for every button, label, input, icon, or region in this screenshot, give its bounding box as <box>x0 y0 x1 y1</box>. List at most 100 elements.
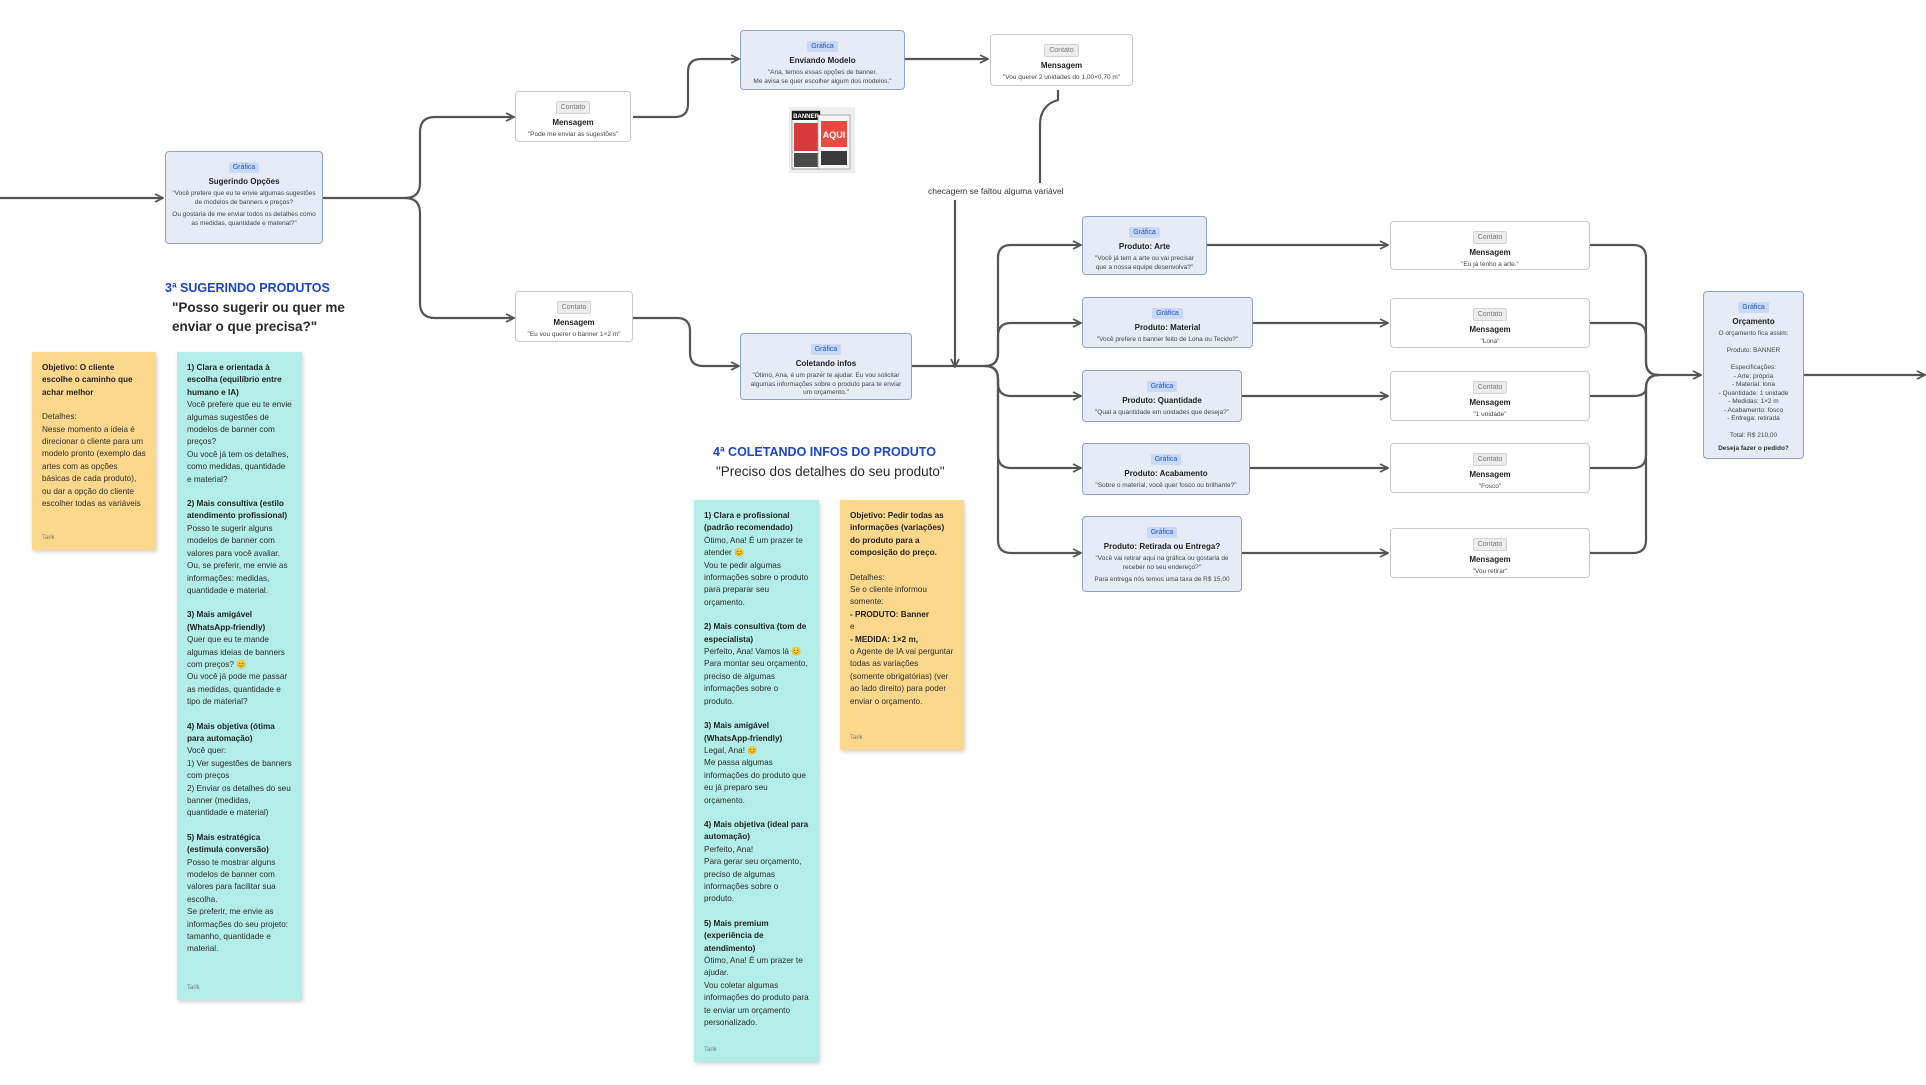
node-text: "Você prefere o banner feito de Lona ou … <box>1096 336 1239 343</box>
section4-quote: "Preciso dos detalhes do seu produto" <box>716 464 945 479</box>
node-title: Produto: Retirada ou Entrega? <box>1103 542 1221 551</box>
node-title: Orçamento <box>1732 317 1775 326</box>
node-msg-quero-banner[interactable]: Contato Mensagem "Eu vou querer o banner… <box>515 291 633 342</box>
section3-title: 3ª SUGERINDO PRODUTOS <box>165 281 330 295</box>
node-produto-retirada[interactable]: Gráfica Produto: Retirada ou Entrega? "V… <box>1082 516 1242 592</box>
connector-msg-checagem <box>1038 90 1060 183</box>
option-heading: 4) Mais objetiva (ótima para automação) <box>187 721 275 743</box>
option-heading: 1) Clara e profissional (padrão recomend… <box>704 511 793 533</box>
grafica-tag: Gráfica <box>1129 227 1160 238</box>
grafica-tag: Gráfica <box>1150 454 1182 465</box>
node-text: "Fosco" <box>1478 483 1502 490</box>
contato-tag: Contato <box>1044 44 1079 57</box>
option-item: 4) Mais objetiva (ótima para automação)V… <box>187 721 292 820</box>
option-text: Legal, Ana! 😊 Me passa algumas informaçõ… <box>704 745 806 805</box>
checagem-label: checagem se faltou alguma variável <box>926 186 1066 196</box>
node-text: "Ana, temos essas opções de banner. Me a… <box>753 69 892 85</box>
connector-msg-acabamento-merge <box>1590 373 1660 470</box>
node-title: Mensagem <box>1469 555 1511 564</box>
sticky-author: Tarik <box>187 984 200 991</box>
node-enviando-modelo[interactable]: Gráfica Enviando Modelo "Ana, temos essa… <box>740 30 905 90</box>
sticky-body: Detalhes: Nesse momento a ideia é direci… <box>42 412 146 509</box>
sticky-opcoes-sugerindo[interactable]: 1) Clara e orientada à escolha (equilíbr… <box>177 352 302 1000</box>
banner-thumbnail-image: BANNER AQUI <box>789 107 855 173</box>
option-item: 2) Mais consultiva (tom de especialista)… <box>704 621 809 708</box>
banner-label: BANNER <box>793 114 819 120</box>
option-text: Posso te sugerir alguns modelos de banne… <box>187 523 288 595</box>
option-item: 2) Mais consultiva (estilo atendimento p… <box>187 498 292 597</box>
node-title: Coletando infos <box>795 359 857 368</box>
node-produto-quantidade[interactable]: Gráfica Produto: Quantidade "Qual a quan… <box>1082 370 1242 422</box>
node-text: O orçamento fica assim: Produto: BANNER … <box>1718 330 1789 439</box>
option-text: Você prefere que eu te envie algumas sug… <box>187 400 292 484</box>
node-produto-arte[interactable]: Gráfica Produto: Arte "Você já tem a art… <box>1082 216 1207 275</box>
node-text: "Você vai retirar aqui na gráfica ou gos… <box>1095 555 1229 571</box>
option-heading: 2) Mais consultiva (tom de especialista) <box>704 622 807 644</box>
node-msg-duas-unidades[interactable]: Contato Mensagem "Vou querer 2 unidades … <box>990 34 1133 86</box>
node-msg-quantidade[interactable]: Contato Mensagem "1 unidade" <box>1390 371 1590 421</box>
option-heading: 3) Mais amigável (WhatsApp-friendly) <box>704 721 783 743</box>
node-sugerindo-opcoes[interactable]: Gráfica Sugerindo Opções "Você prefere q… <box>165 151 323 244</box>
option-text: Perfeito, Ana! Vamos lá 😊 Para montar se… <box>704 647 808 706</box>
option-heading: 4) Mais objetiva (ideal para automação) <box>704 819 809 842</box>
node-text: "Lona" <box>1480 338 1500 345</box>
node-produto-material[interactable]: Gráfica Produto: Material "Você prefere … <box>1082 297 1253 348</box>
sticky-author: Tarik <box>42 534 55 541</box>
connector-msg-arte-merge <box>1590 243 1660 377</box>
node-text: "Eu vou querer o banner 1×2 m" <box>527 331 621 338</box>
option-item: 1) Clara e profissional (padrão recomend… <box>704 510 809 609</box>
connector-split-retirada <box>984 364 1080 553</box>
aqui-label: AQUI <box>823 130 846 140</box>
node-coletando-infos[interactable]: Gráfica Coletando infos "Ótimo, Ana, é u… <box>740 333 912 400</box>
node-title: Mensagem <box>553 318 595 327</box>
sticky-objetivo-coletando[interactable]: Objetivo: Pedir todas as informações (va… <box>840 500 964 750</box>
option-heading: 2) Mais consultiva (estilo atendimento p… <box>187 499 288 521</box>
node-text: "Qual a quantidade em unidades que desej… <box>1095 409 1229 416</box>
connector-split-quero-banner <box>404 196 513 318</box>
option-text: Perfeito, Ana! Para gerar seu orçamento,… <box>704 844 802 904</box>
connector-split-arte <box>984 245 1080 368</box>
sticky-body-mid: e <box>850 622 855 632</box>
contato-tag: Contato <box>555 101 591 114</box>
option-heading: 3) Mais amigável (WhatsApp-friendly) <box>187 610 266 632</box>
node-text: "Ótimo, Ana, é um prazer te ajudar. Eu v… <box>750 372 902 396</box>
contato-tag: Contato <box>1472 308 1508 321</box>
option-item: 5) Mais premium (experiência de atendime… <box>704 918 809 1030</box>
grafica-tag: Gráfica <box>1152 308 1183 319</box>
node-title: Sugerindo Opções <box>208 177 280 186</box>
sticky-opcoes-coletando[interactable]: 1) Clara e profissional (padrão recomend… <box>694 500 819 1062</box>
node-text: "Vou retirar" <box>1472 568 1508 575</box>
option-heading: 5) Mais premium (experiência de atendime… <box>704 918 769 953</box>
sticky-author: Tarik <box>704 1046 717 1053</box>
connector-split-material <box>984 323 1080 368</box>
sticky-body: Detalhes: Se o cliente informou somente: <box>850 572 927 607</box>
node-text: "Pode me enviar as sugestões" <box>527 131 619 138</box>
contato-tag: Contato <box>1472 453 1508 466</box>
sticky-bold-line: - PRODUTO: Banner <box>850 609 930 619</box>
node-title: Enviando Modelo <box>789 56 856 65</box>
node-title: Produto: Arte <box>1118 242 1171 251</box>
connector-split-sugestoes <box>404 117 513 200</box>
connector-msg-material-merge <box>1590 321 1660 377</box>
sticky-heading: Objetivo: Pedir todas as informações (va… <box>850 511 945 558</box>
node-msg-material[interactable]: Contato Mensagem "Lona" <box>1390 298 1590 348</box>
contato-tag: Contato <box>556 301 592 314</box>
node-msg-retirada[interactable]: Contato Mensagem "Vou retirar" <box>1390 528 1590 578</box>
sticky-body-tail: o Agente de IA vai perguntar todas as va… <box>850 647 954 706</box>
sticky-objetivo-sugerindo[interactable]: Objetivo: O cliente escolhe o caminho qu… <box>32 352 156 550</box>
node-msg-arte[interactable]: Contato Mensagem "Eu já tenho a arte." <box>1390 221 1590 270</box>
section3-quote: "Posso sugerir ou quer me enviar o que p… <box>172 300 345 334</box>
node-msg-acabamento[interactable]: Contato Mensagem "Fosco" <box>1390 443 1590 493</box>
sticky-author: Tarik <box>850 734 863 741</box>
node-text: "Você já tem a arte ou vai precisar que … <box>1095 255 1194 271</box>
node-produto-acabamento[interactable]: Gráfica Produto: Acabamento "Sobre o mat… <box>1082 443 1250 495</box>
option-text: Quer que eu te mande algumas ideias de b… <box>187 635 288 707</box>
node-text-secondary: Para entrega nós temos uma taxa de R$ 15… <box>1094 576 1230 583</box>
sticky-heading: Objetivo: O cliente escolhe o caminho qu… <box>42 363 133 397</box>
node-msg-sugestoes[interactable]: Contato Mensagem "Pode me enviar as suge… <box>515 91 631 142</box>
option-item: 3) Mais amigável (WhatsApp-friendly) Quer… <box>187 609 292 708</box>
node-text: "Você prefere que eu te envie algumas su… <box>172 190 316 206</box>
node-orcamento[interactable]: Gráfica Orçamento O orçamento fica assim… <box>1703 291 1804 459</box>
